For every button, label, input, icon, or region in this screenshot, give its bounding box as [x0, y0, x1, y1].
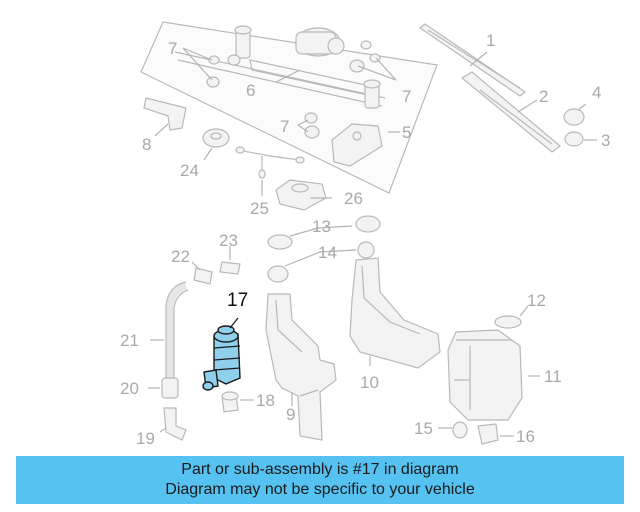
- callout-15: 15: [414, 419, 433, 438]
- callout-5: 5: [402, 123, 411, 142]
- parts-diagram: 1 2 3 4 5 6 7 7 7 8 24 25 26 13 14 22 23…: [120, 21, 610, 448]
- callout-22: 22: [171, 247, 190, 266]
- callout-13: 13: [312, 217, 331, 236]
- reservoir-10: [349, 257, 441, 369]
- callout-18: 18: [256, 391, 275, 410]
- callout-24: 24: [180, 161, 199, 180]
- bracket-8: [143, 97, 187, 137]
- washer-pump-17: [202, 317, 241, 391]
- banner-line-1: Part or sub-assembly is #17 in diagram: [181, 461, 459, 478]
- grommet-24: [202, 128, 230, 161]
- callout-25: 25: [250, 199, 269, 218]
- arm-caps: [563, 103, 597, 147]
- callout-7b: 7: [402, 87, 411, 106]
- callout-11: 11: [544, 367, 562, 386]
- caps-13-14: [267, 215, 381, 283]
- callout-19: 19: [136, 429, 155, 448]
- callout-2: 2: [539, 87, 548, 106]
- callout-8: 8: [142, 135, 151, 154]
- callout-10: 10: [360, 373, 379, 392]
- nozzle-26: [275, 179, 332, 211]
- callout-23: 23: [219, 231, 238, 250]
- callout-16: 16: [516, 427, 535, 446]
- connectors-22-23: [191, 246, 241, 285]
- callout-1: 1: [486, 31, 495, 50]
- callout-14: 14: [318, 243, 337, 262]
- grommet-20: [148, 377, 179, 399]
- hose-21: [150, 281, 189, 380]
- hose-connector-25: [235, 146, 305, 196]
- callout-3: 3: [601, 131, 610, 150]
- callout-17: 17: [227, 290, 248, 311]
- grommet-18: [221, 391, 254, 413]
- callout-21: 21: [120, 331, 139, 350]
- callout-7c: 7: [280, 117, 289, 136]
- elbow-19: [159, 407, 187, 441]
- parts-15-16: [438, 421, 514, 445]
- wiper-linkage-assembly: [140, 21, 438, 194]
- reservoir-neck-9: [265, 293, 337, 441]
- callout-20: 20: [120, 379, 139, 398]
- info-banner: Part or sub-assembly is #17 in diagram D…: [16, 456, 624, 504]
- callout-4: 4: [592, 83, 601, 102]
- washer-tank-11: [447, 329, 540, 421]
- callout-26: 26: [344, 189, 363, 208]
- banner-line-2: Diagram may not be specific to your vehi…: [165, 481, 475, 498]
- callout-7a: 7: [168, 39, 177, 58]
- callout-12: 12: [527, 291, 546, 310]
- wiper-blades: [418, 23, 561, 153]
- seal-12: [494, 305, 529, 329]
- callout-9: 9: [286, 405, 295, 424]
- callout-6: 6: [246, 81, 255, 100]
